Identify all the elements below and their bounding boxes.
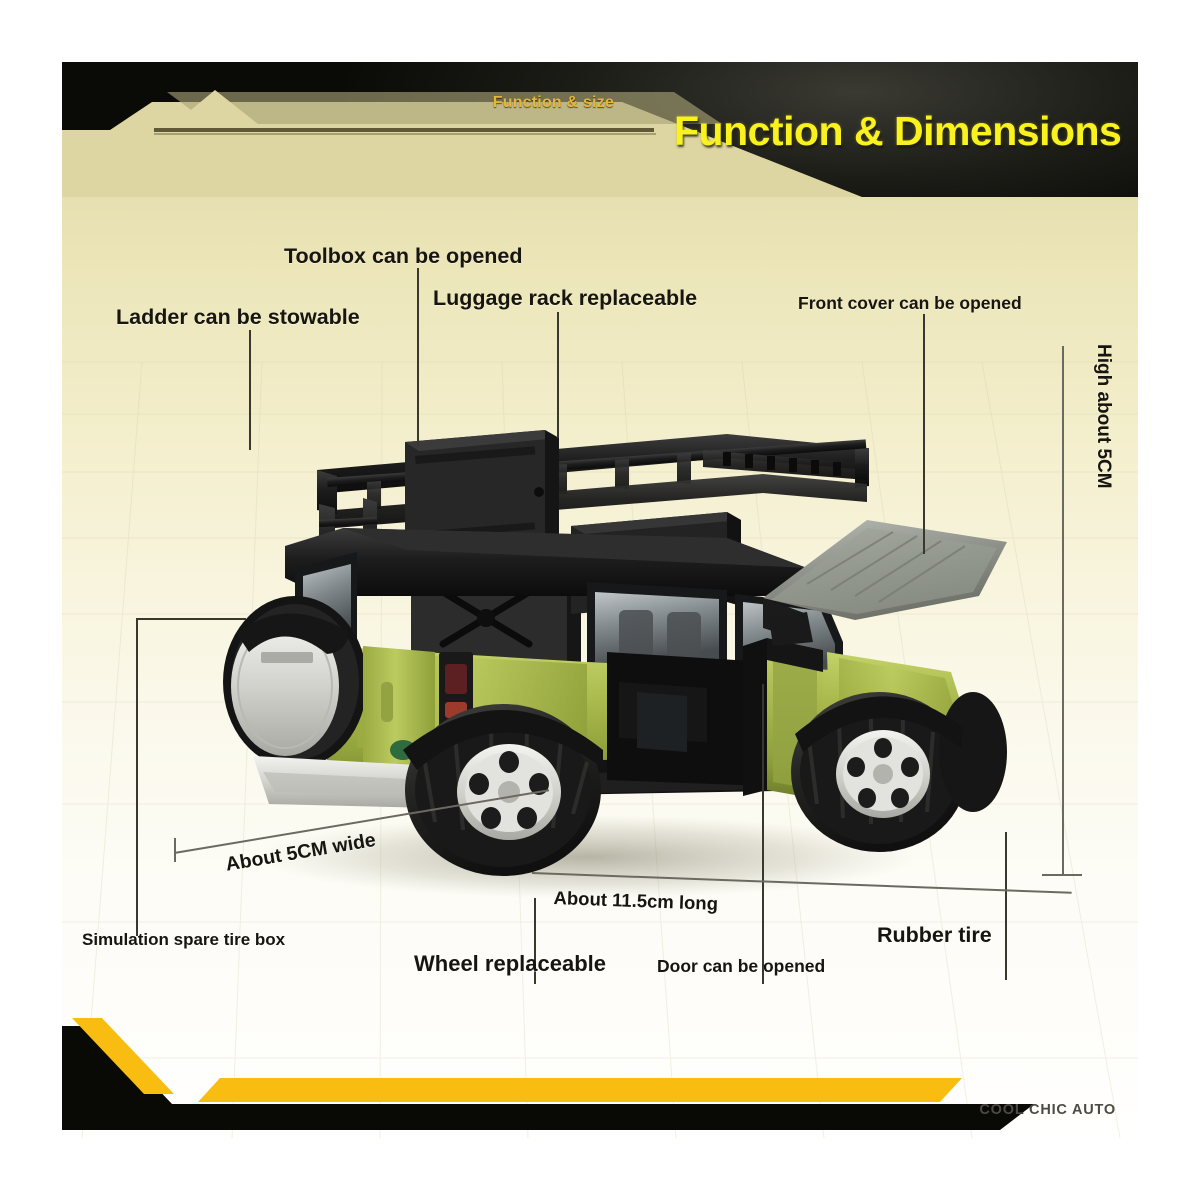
header-tab-band: [167, 92, 722, 124]
suv-model-photo: [223, 430, 1007, 899]
footer-yellow-bar: [198, 1078, 962, 1102]
open-hood: [763, 520, 1007, 642]
dimension-label-height: High about 5CM: [1093, 344, 1114, 489]
dimension-tick-height-bottom: [1042, 874, 1082, 876]
header-rule-secondary: [154, 133, 656, 135]
brand-name: COOL CHIC AUTO: [979, 1102, 1116, 1118]
artwork-canvas: Function & size Function & Dimensions: [62, 62, 1138, 1138]
rear-bumper: [253, 756, 435, 808]
leader-line-toolbox: [417, 268, 419, 446]
toolbox: [405, 430, 559, 562]
rear-wheel: [405, 704, 601, 876]
header-banner: Function & size Function & Dimensions: [62, 62, 1138, 197]
spare-tire-cover: [231, 616, 339, 756]
callout-front-cover: Front cover can be opened: [798, 293, 1022, 313]
vehicle-roof: [285, 528, 807, 596]
page-title: Function & Dimensions: [674, 108, 1122, 154]
callout-luggage-rack: Luggage rack replaceable: [433, 286, 698, 310]
leader-line-rubber-tire: [1005, 832, 1007, 980]
callout-spare-tire-box: Simulation spare tire box: [82, 930, 286, 949]
leader-line-wheel: [534, 898, 536, 984]
front-wheel: [791, 692, 967, 852]
open-door: [607, 612, 823, 800]
rear-arch-flare: [403, 710, 603, 770]
callout-toolbox: Toolbox can be opened: [284, 244, 523, 268]
spare-tire-carrier: [223, 596, 367, 768]
leader-line-spare-tire-h: [136, 618, 246, 620]
callout-wheel-replaceable: Wheel replaceable: [414, 951, 606, 976]
callout-rubber-tire: Rubber tire: [877, 923, 992, 947]
side-mirror: [769, 612, 813, 646]
far-front-wheel: [939, 692, 1007, 812]
leader-line-door: [762, 684, 764, 984]
callout-door-opened: Door can be opened: [657, 956, 826, 976]
roof-rack: [317, 434, 869, 528]
dimension-tick-width-left: [174, 838, 176, 862]
section-tab-label: Function & size: [492, 94, 614, 111]
leader-line-spare-tire-v: [136, 618, 138, 936]
front-arch-flare: [795, 696, 963, 752]
footer-banner: COOL CHIC AUTO: [62, 1018, 1138, 1138]
callout-ladder: Ladder can be stowable: [116, 305, 360, 329]
header-rule: [154, 128, 654, 132]
leader-line-luggage-rack: [557, 312, 559, 438]
leader-line-front-cover: [923, 314, 925, 554]
leader-line-ladder: [249, 330, 251, 450]
dimension-line-height: [1062, 346, 1064, 876]
